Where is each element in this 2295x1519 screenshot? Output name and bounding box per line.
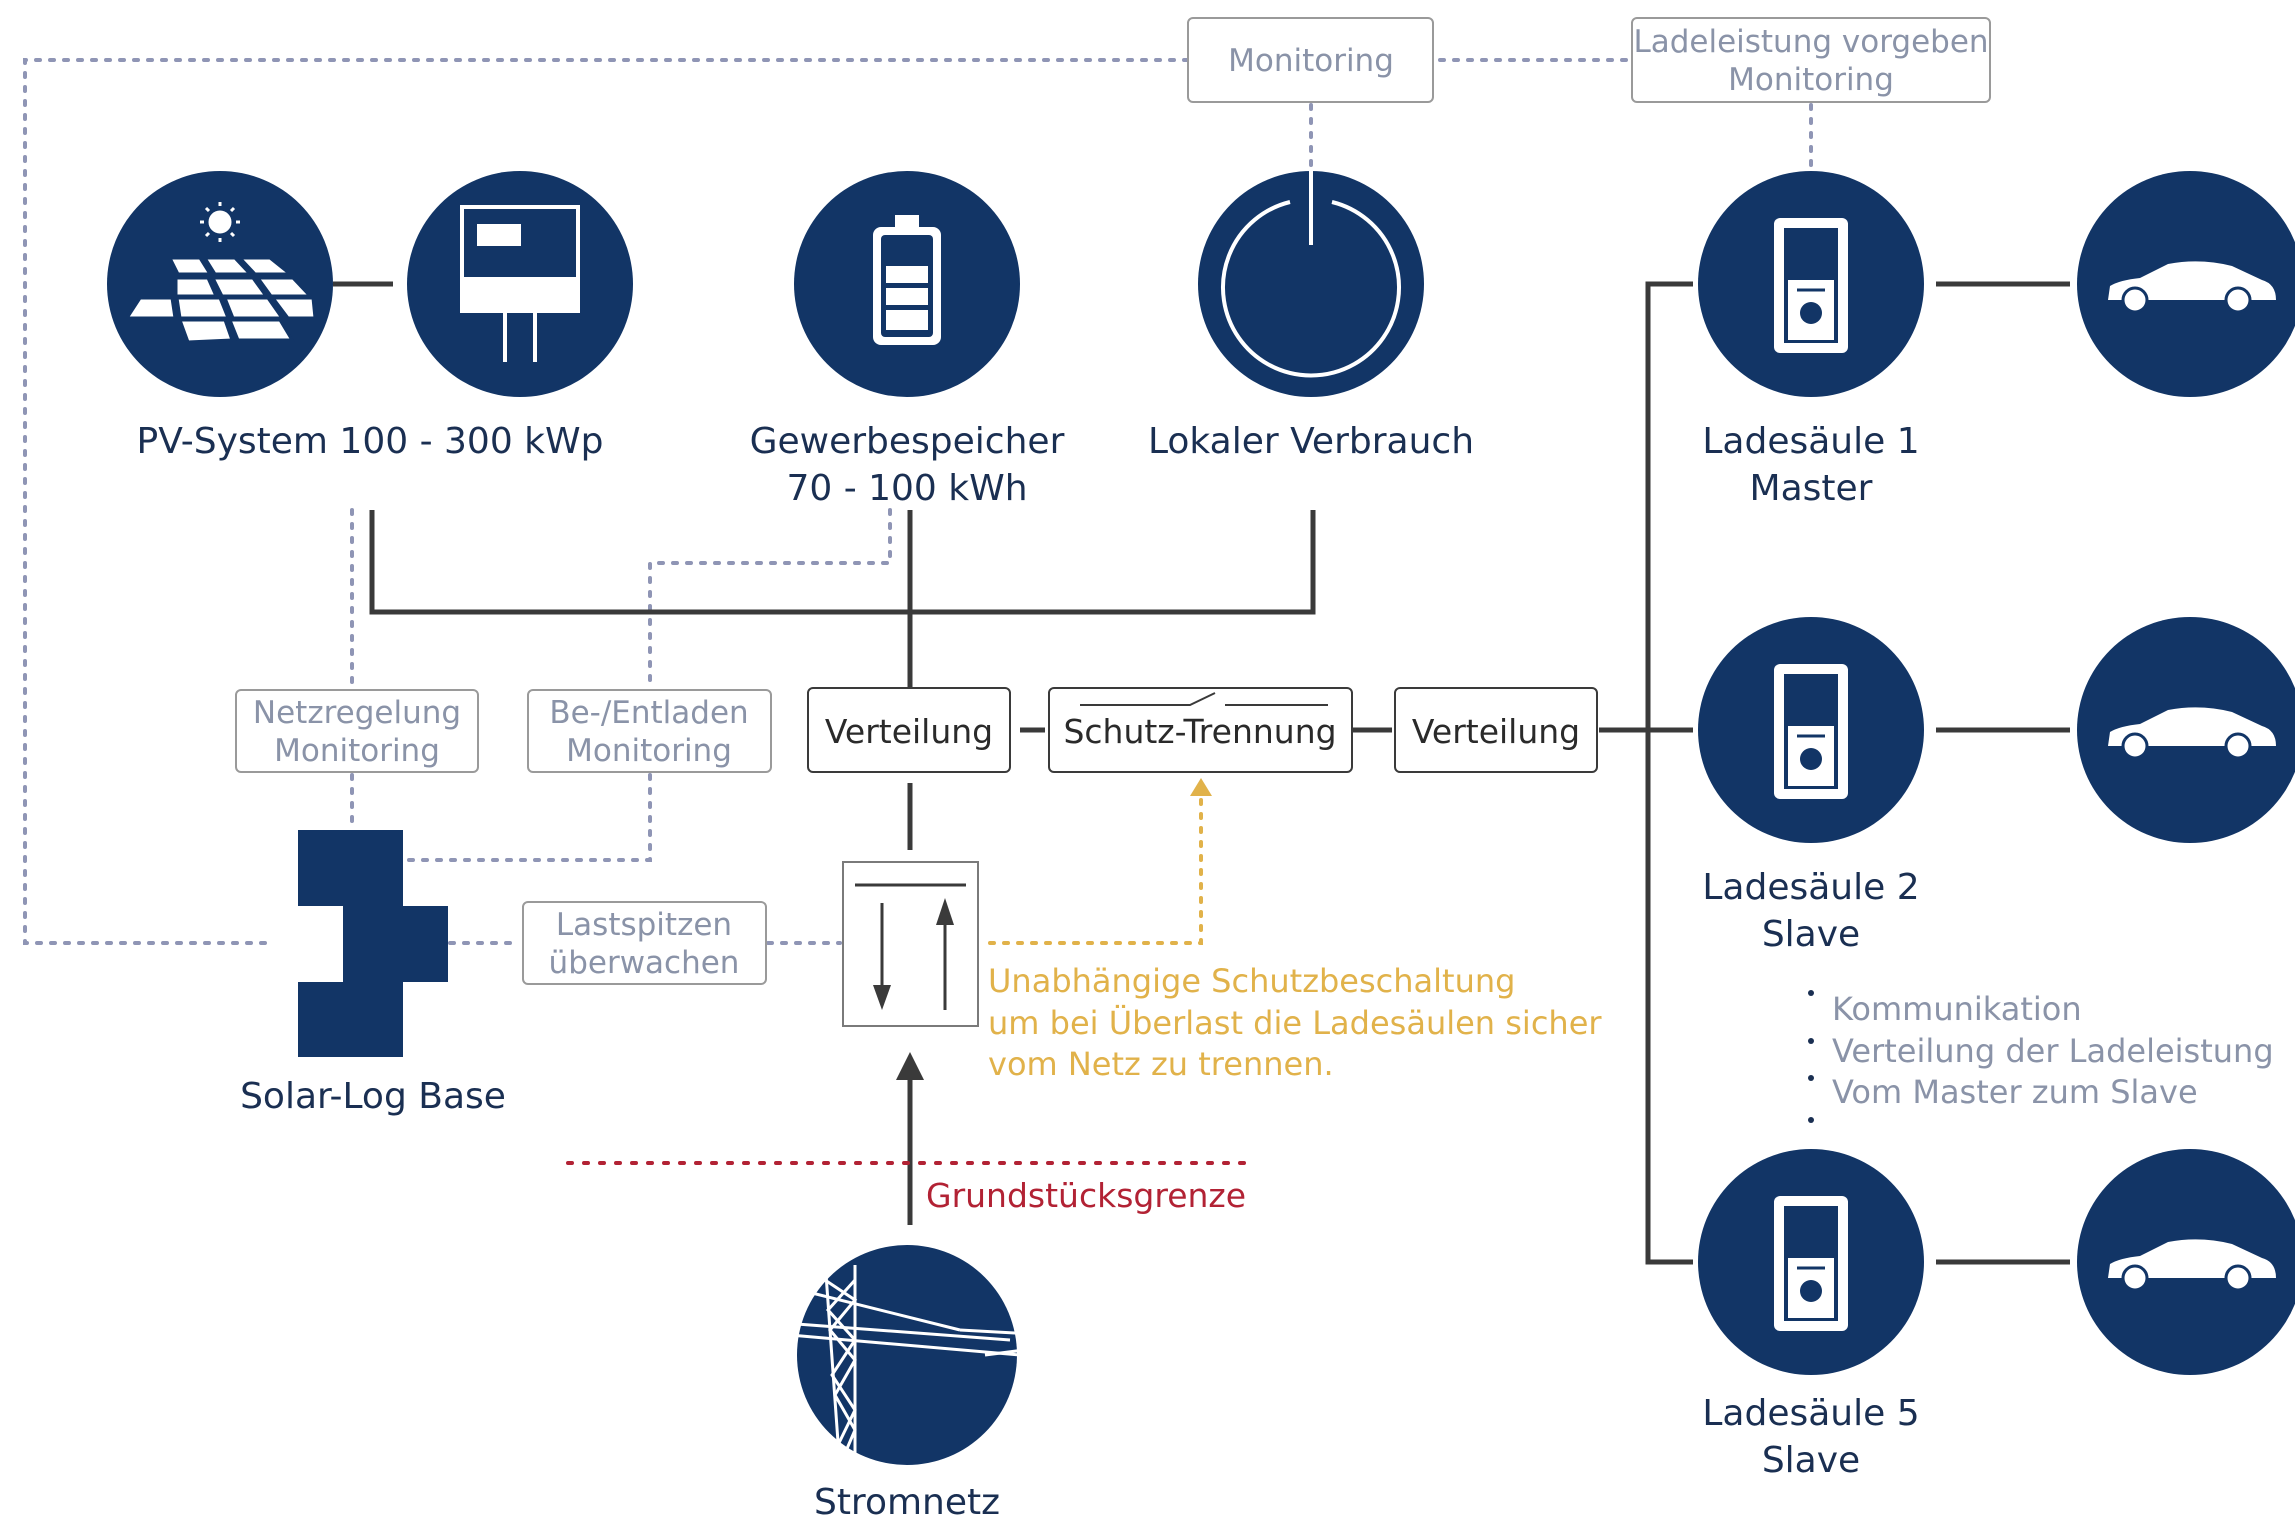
pv-system-label: PV-System 100 - 300 kWp	[137, 421, 604, 462]
stromnetz-node	[769, 1245, 1051, 1471]
warning-arrowhead	[1190, 778, 1212, 796]
car-2-node	[2077, 617, 2295, 843]
beentladen-monitoring-label: Monitoring	[566, 733, 732, 769]
comm-dots	[1808, 990, 1814, 1123]
car-icon	[2108, 261, 2276, 314]
charger-5-label: Ladesäule 5	[1702, 1393, 1919, 1434]
car-icon	[2108, 1239, 2276, 1292]
verteilung-1-label: Verteilung	[825, 712, 993, 751]
lastspitzen-box: Lastspitzen überwachen	[522, 901, 767, 985]
solar-log-label: Solar-Log Base	[240, 1076, 506, 1117]
switch-symbol	[1080, 692, 1328, 706]
ladeleistung-label: Ladeleistung vorgeben	[1633, 24, 1988, 60]
comm-list-item: Verteilung der Ladeleistung	[1832, 1032, 2274, 1070]
power-pylon-icon	[769, 1259, 1051, 1471]
warning-text-line-1: Unabhängige Schutzbeschaltung	[988, 962, 1515, 1000]
schutz-trennung-box: Schutz-Trennung	[1048, 687, 1353, 773]
charging-station-icon	[1774, 1196, 1848, 1331]
charger-1-label: Ladesäule 1	[1702, 421, 1919, 462]
battery-icon	[873, 215, 941, 345]
verteilung-1-box: Verteilung	[807, 687, 1011, 773]
dotted-beentladen-solarlog	[403, 773, 652, 862]
verteilung-2-box: Verteilung	[1394, 687, 1598, 773]
beentladen-label: Be-/Entladen	[549, 695, 748, 731]
car-icon	[2108, 707, 2276, 760]
monitoring-box: Monitoring	[1187, 17, 1434, 103]
charging-station-icon	[1774, 218, 1848, 353]
inverter-icon	[460, 205, 580, 362]
beentladen-box: Be-/Entladen Monitoring	[527, 689, 772, 773]
monitoring-label: Monitoring	[1228, 43, 1394, 79]
charger-2-node	[1698, 617, 1924, 843]
charger-2-label: Ladesäule 2	[1702, 867, 1919, 908]
solar-panel-icon	[124, 256, 317, 344]
meter-icon	[842, 861, 979, 1027]
lokaler-verbrauch-label: Lokaler Verbrauch	[1148, 421, 1474, 462]
comm-list-item: Kommunikation	[1832, 990, 2082, 1028]
solar-log-device-icon	[298, 830, 448, 1057]
consumption-node	[1198, 168, 1424, 397]
charger-1-node	[1698, 171, 1924, 397]
dotted-top-left	[23, 58, 1190, 945]
dotted-lines	[23, 58, 1813, 945]
grid-feed-arrowhead	[896, 1052, 924, 1080]
warning-text-line-2: um bei Überlast die Ladesäulen sicher	[988, 1004, 1602, 1042]
power-icon	[1221, 168, 1401, 378]
verteilung-2-label: Verteilung	[1412, 712, 1580, 751]
ladeleistung-box: Ladeleistung vorgeben Monitoring	[1631, 17, 1991, 103]
gewerbespeicher-label: Gewerbespeicher	[750, 421, 1065, 462]
inverter-node	[407, 171, 633, 397]
netzregelung-box: Netzregelung Monitoring	[235, 689, 479, 773]
charging-station-icon	[1774, 664, 1848, 799]
netzregelung-label: Netzregelung	[253, 695, 461, 731]
netzregelung-monitoring-label: Monitoring	[274, 733, 440, 769]
charger-5-role-label: Slave	[1762, 1440, 1860, 1481]
comm-list-item: Vom Master zum Slave	[1832, 1073, 2198, 1111]
sun-icon	[200, 202, 240, 242]
dotted-speicher-beentladen	[648, 508, 892, 692]
pv-panel-node	[107, 171, 333, 397]
grundstuecksgrenze-label: Grundstücksgrenze	[926, 1176, 1246, 1215]
warning-connector	[988, 778, 1212, 945]
schutz-trennung-label: Schutz-Trennung	[1063, 712, 1336, 751]
battery-node	[794, 171, 1020, 397]
car-1-node	[2077, 171, 2295, 397]
car-5-node	[2077, 1149, 2295, 1375]
lastspitzen-ueberwachen-label: überwachen	[549, 945, 740, 981]
lastspitzen-label: Lastspitzen	[556, 907, 732, 943]
speicher-capacity-label: 70 - 100 kWh	[786, 468, 1027, 509]
ladeleistung-monitoring-label: Monitoring	[1728, 62, 1894, 98]
stromnetz-label: Stromnetz	[814, 1482, 1000, 1519]
charger-2-role-label: Slave	[1762, 914, 1860, 955]
power-lines	[333, 281, 2070, 1265]
charger-5-node	[1698, 1149, 1924, 1375]
charger-1-role-label: Master	[1750, 468, 1873, 509]
warning-text-line-3: vom Netz zu trennen.	[988, 1045, 1334, 1083]
